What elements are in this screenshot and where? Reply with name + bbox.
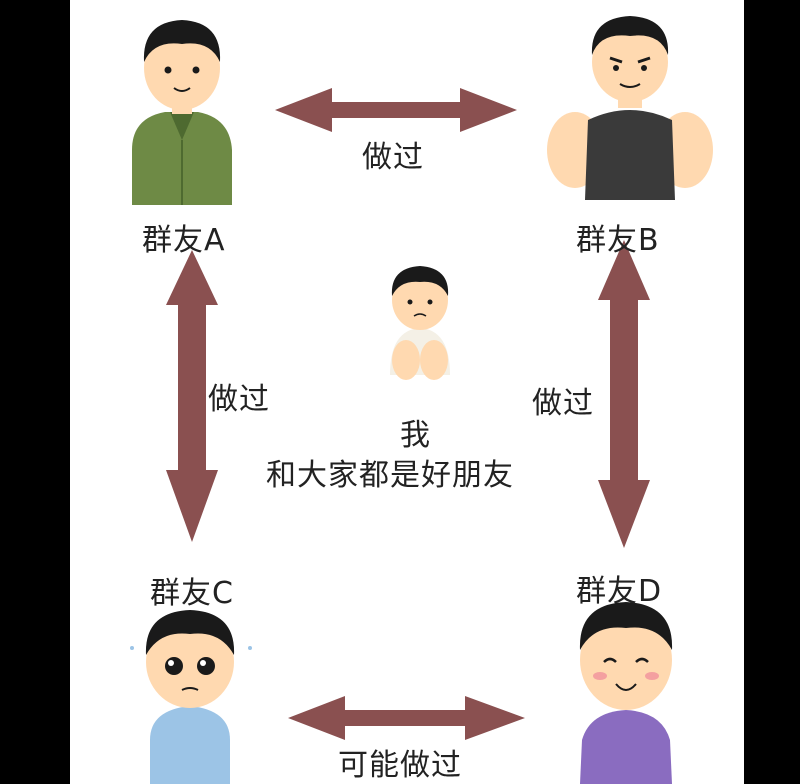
arrow-b-d <box>598 240 650 548</box>
arrow-a-c <box>166 250 218 542</box>
me-label: 我 <box>400 418 431 453</box>
arrow-a-b <box>275 88 517 132</box>
friend-a-label: 群友A <box>142 223 226 258</box>
diagram-graphics <box>130 16 713 784</box>
edge-ab-label: 做过 <box>362 140 424 175</box>
edge-cd-label: 可能做过 <box>338 748 462 783</box>
person-smiling-icon <box>579 602 673 784</box>
person-muscular-tanktop-icon <box>547 16 713 200</box>
me-caption: 和大家都是好朋友 <box>266 458 514 493</box>
edge-bd-label: 做过 <box>532 386 594 421</box>
friend-d-label: 群友D <box>576 574 663 609</box>
diagram-canvas: 群友A 群友B 群友C 群友D 做过 做过 做过 可能做过 我 和大家都是好朋友 <box>70 0 744 784</box>
edge-ac-label: 做过 <box>208 382 270 417</box>
person-worried-icon <box>130 610 252 784</box>
arrow-c-d <box>288 696 525 740</box>
person-green-jacket-icon <box>132 20 232 205</box>
friend-b-label: 群友B <box>576 223 660 258</box>
person-sitting-hugging-knees-icon <box>390 266 450 380</box>
friend-c-label: 群友C <box>150 576 234 611</box>
